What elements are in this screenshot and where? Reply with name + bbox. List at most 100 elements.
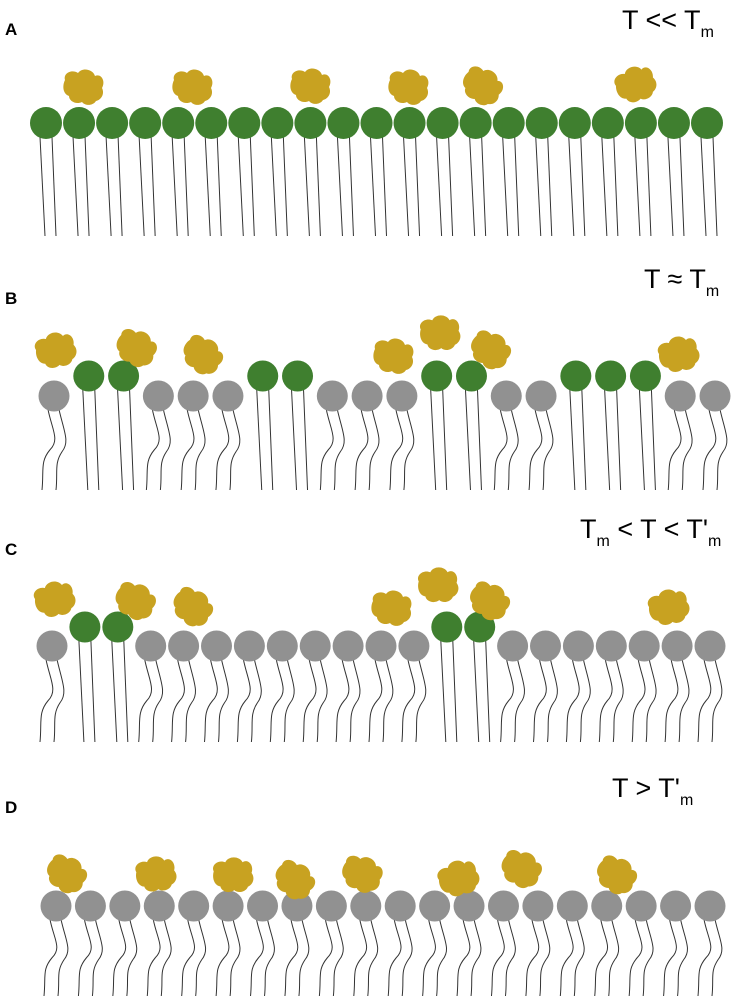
lipid-tail: [697, 919, 712, 997]
ordered-lipid-head: [228, 107, 261, 139]
disordered-lipid-head: [398, 630, 430, 662]
panel-c: C Tm < T < T'm: [5, 514, 726, 743]
disordered-lipid-head: [453, 890, 485, 922]
lipid-tail: [291, 389, 298, 491]
lipid-tail: [528, 409, 543, 491]
lipid-tail: [55, 409, 67, 491]
disordered-lipid-head: [299, 630, 331, 662]
ordered-lipid-head: [560, 360, 592, 392]
lipid-tail: [464, 389, 471, 491]
ordered-lipid-head: [459, 107, 492, 139]
lipid-tail: [579, 659, 591, 743]
condition-label-c: Tm < T < T'm: [580, 514, 721, 550]
ordered-lipid-head: [195, 107, 228, 139]
lipid-tail: [335, 659, 350, 743]
disordered-lipid-head: [351, 380, 383, 412]
lipid-tail: [500, 659, 514, 743]
disordered-lipid-head: [315, 890, 347, 922]
lipid-tail: [542, 409, 554, 491]
lipid-tail: [580, 136, 586, 237]
lipid-tail: [105, 136, 112, 237]
lipid-tail: [84, 136, 90, 237]
lipid-tail: [485, 640, 491, 743]
lipid-tail: [638, 389, 645, 491]
protein: [172, 69, 213, 105]
lipid-tail: [403, 136, 410, 237]
ordered-lipid-head: [421, 360, 453, 392]
lipid-tail: [368, 659, 383, 743]
disordered-lipid-head: [664, 380, 696, 412]
lipid-tail: [270, 136, 277, 237]
disordered-lipid-head: [556, 890, 588, 922]
lipid-tail: [216, 136, 222, 237]
lipid-tail: [218, 659, 229, 743]
lipid-tail: [448, 136, 454, 237]
lipid-tail: [681, 409, 693, 491]
disordered-lipid-head: [212, 890, 244, 922]
disordered-lipid-head: [316, 380, 348, 412]
disordered-lipid-head: [247, 890, 279, 922]
lipid-tail: [616, 389, 622, 491]
lipid-layer-d: [40, 890, 726, 997]
lipid-tail: [82, 389, 89, 491]
lipid-tail: [354, 409, 369, 491]
ordered-lipid-head: [261, 107, 294, 139]
ordered-lipid-head: [624, 107, 657, 139]
ordered-lipid-head: [455, 360, 487, 392]
ordered-lipid-head: [691, 107, 723, 139]
lipid-tail: [111, 640, 118, 743]
lipid-tail: [430, 389, 437, 491]
disordered-lipid-head: [36, 630, 68, 662]
lipid-tail: [565, 659, 580, 743]
lipid-tail: [250, 919, 264, 997]
lipid-tail: [507, 409, 519, 491]
lipid-tail: [146, 919, 161, 997]
lipid-tail: [91, 919, 103, 997]
lipid-tail: [403, 409, 415, 491]
lipid-tail: [150, 136, 156, 237]
lipid-tail: [319, 409, 334, 491]
lipid-tail: [664, 659, 679, 743]
ordered-lipid-head: [591, 107, 624, 139]
lipid-tail: [387, 919, 402, 997]
lipid-tail: [41, 409, 56, 491]
lipid-tail: [204, 136, 211, 237]
ordered-lipid-head: [595, 360, 627, 392]
disordered-lipid-head: [178, 890, 210, 922]
disordered-lipid-head: [177, 380, 209, 412]
lipid-tail: [581, 389, 587, 491]
disordered-lipid-head: [699, 380, 731, 412]
disordered-lipid-head: [522, 890, 554, 922]
lipid-tail: [353, 919, 368, 997]
disordered-lipid-head: [38, 380, 70, 412]
lipid-tail: [604, 389, 611, 491]
lipid-tail: [298, 919, 310, 997]
disordered-lipid-head: [201, 630, 232, 662]
lipid-tail: [229, 409, 241, 491]
disordered-lipid-head: [628, 630, 660, 662]
lipid-tail: [316, 659, 328, 743]
lipid-tail: [470, 919, 482, 997]
lipid-tail: [716, 409, 728, 491]
protein: [63, 69, 104, 105]
ordered-lipid-head: [525, 107, 558, 139]
protein: [456, 61, 508, 111]
disordered-lipid-head: [168, 630, 200, 662]
lipid-tail: [382, 136, 387, 237]
lipid-tail: [469, 136, 476, 237]
lipid-tail: [332, 919, 344, 997]
lipid-tail: [368, 409, 380, 491]
disordered-lipid-head: [332, 630, 364, 662]
lipid-tail: [256, 389, 263, 491]
lipid-tail: [667, 136, 674, 237]
lipid-tail: [236, 659, 251, 743]
lipid-tail: [348, 136, 354, 237]
lipid-tail: [667, 409, 682, 491]
lipid-tail: [283, 659, 295, 743]
lipid-tail: [138, 136, 145, 237]
disordered-lipid-head: [233, 630, 265, 662]
disordered-lipid-head: [490, 380, 522, 412]
lipid-tail: [39, 136, 46, 237]
lipid-tail: [57, 919, 69, 997]
disordered-lipid-head: [142, 380, 174, 412]
